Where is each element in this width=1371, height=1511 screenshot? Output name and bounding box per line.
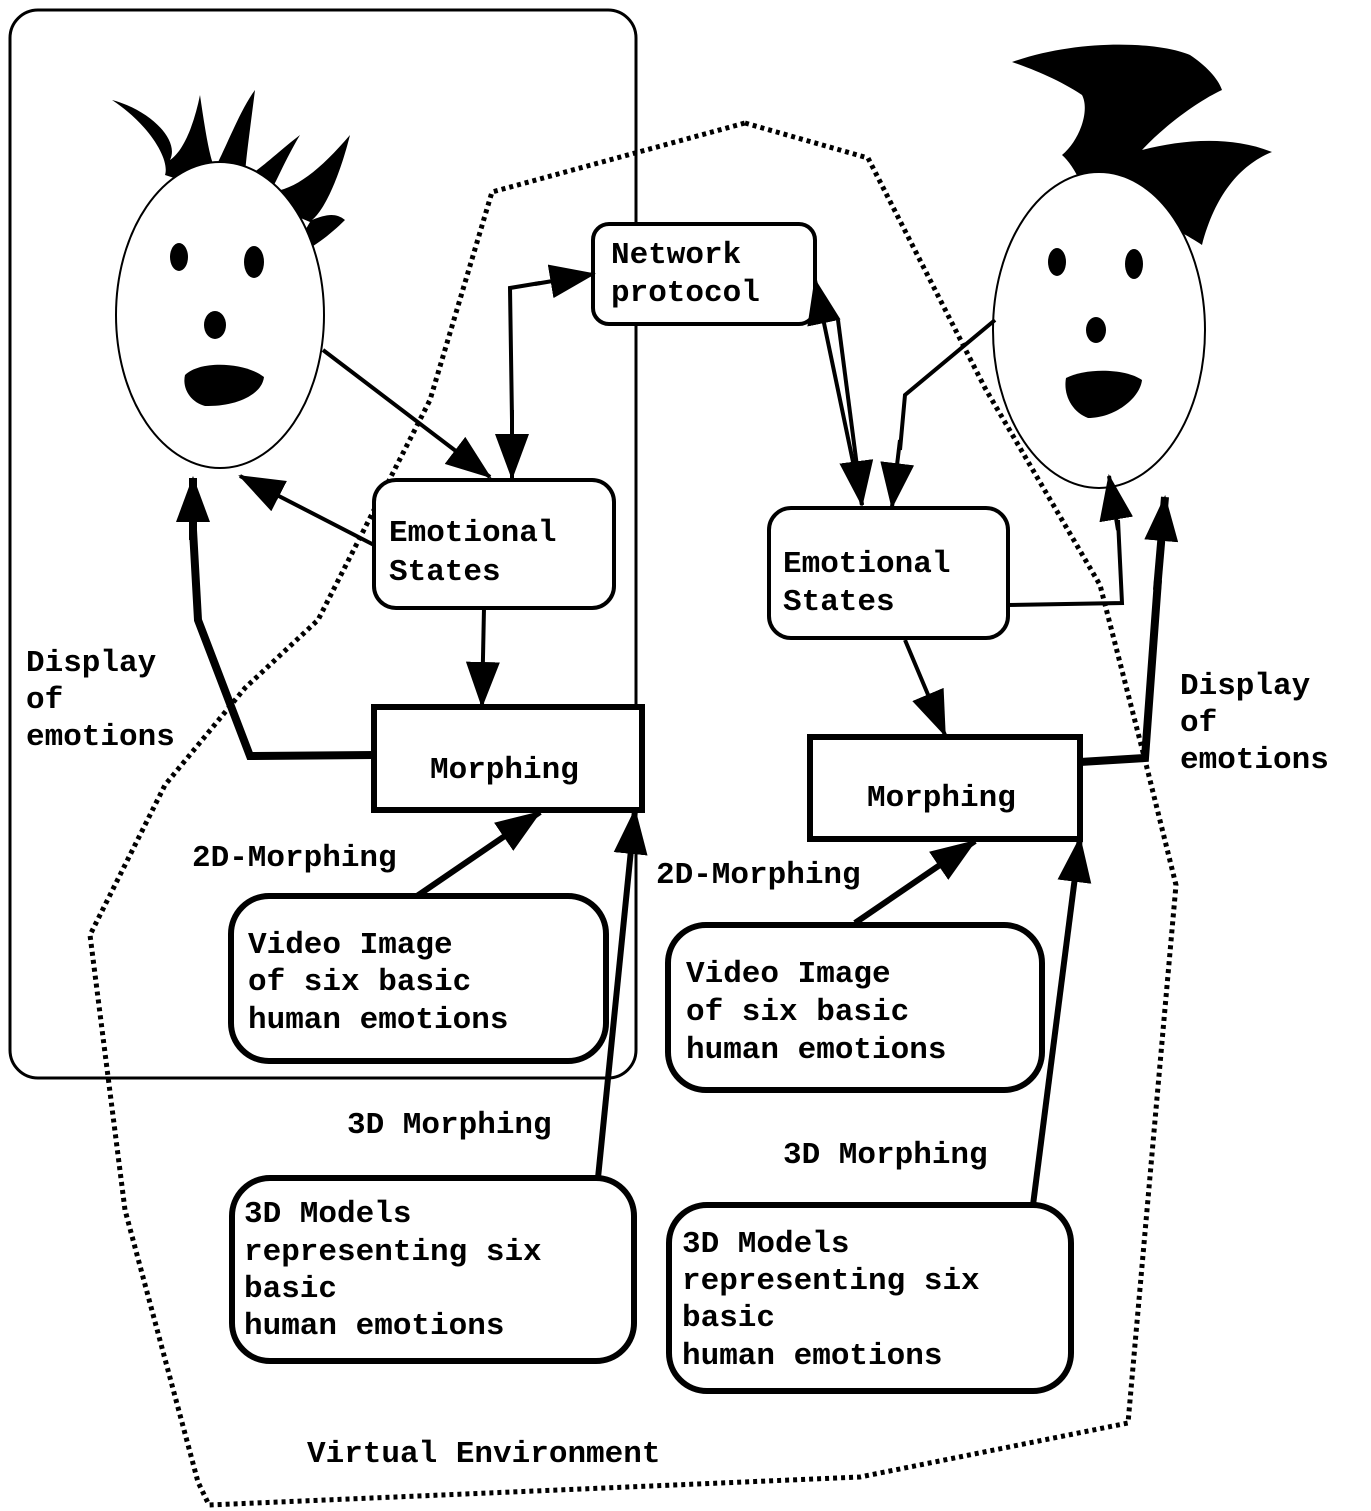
left-3d-morphing-label: 3D Morphing	[347, 1108, 552, 1143]
left-states-to-face-arrow	[238, 474, 375, 547]
right-states-to-network-arrow	[807, 278, 864, 506]
right-video-image-label: Video Image of six basic human emotions	[686, 957, 946, 1068]
left-participant-frame	[8, 8, 638, 1080]
right-3d-models-box	[666, 1202, 1074, 1394]
network-to-right-states-arrow	[836, 319, 874, 507]
right-hat-icon	[1012, 44, 1272, 245]
right-nose	[1086, 317, 1106, 343]
right-states-to-face-line	[1007, 519, 1125, 607]
left-eye	[170, 243, 188, 271]
right-eye	[1125, 249, 1143, 279]
left-morphing-label: Morphing	[430, 753, 579, 788]
left-morphing-box	[371, 704, 645, 813]
right-3d-morphing-label: 3D Morphing	[783, 1138, 988, 1173]
left-display-emotions-label: Display of emotions	[26, 646, 175, 755]
right-face	[992, 44, 1272, 489]
right-states-to-morphing-arrow	[903, 639, 947, 737]
network-protocol-label: Network protocol	[611, 238, 760, 311]
left-3d-models-label: 3D Models representing six basic human e…	[244, 1197, 560, 1344]
left-eye	[244, 246, 264, 278]
left-3d-models-box	[229, 1175, 637, 1364]
left-emotional-states-label: Emotional States	[389, 516, 575, 590]
right-morphing-box	[807, 734, 1083, 842]
right-video-image-box	[665, 922, 1045, 1093]
left-display-emotions-line	[189, 529, 375, 761]
right-2d-morphing-arrow	[853, 838, 977, 926]
virtual-environment-label: Virtual Environment	[307, 1437, 660, 1472]
right-states-to-face-arrow	[1099, 474, 1134, 531]
network-link-arrow-up	[534, 264, 596, 299]
left-face-to-states-arrow	[321, 348, 492, 479]
right-face-to-states-line	[898, 318, 997, 451]
left-mouth	[184, 364, 264, 407]
right-3d-morphing-arrow	[1030, 836, 1092, 1206]
right-display-emotions-arrow	[1144, 495, 1179, 591]
left-network-link	[507, 281, 541, 421]
right-eye	[1048, 248, 1066, 276]
right-2d-morphing-label: 2D-Morphing	[656, 858, 861, 893]
right-morphing-label: Morphing	[867, 781, 1016, 816]
right-display-emotions-line	[1079, 579, 1162, 766]
right-3d-models-label: 3D Models representing six basic human e…	[682, 1227, 998, 1374]
left-states-to-morphing-arrow	[465, 607, 500, 708]
left-2d-morphing-label: 2D-Morphing	[192, 841, 397, 876]
right-emotional-states-label: Emotional States	[783, 547, 969, 620]
left-3d-morphing-arrow	[595, 808, 648, 1179]
virtual-environment-boundary	[87, 120, 1179, 1508]
left-2d-morphing-arrow	[415, 809, 542, 899]
left-face	[112, 90, 350, 469]
right-display-emotions-label: Display of emotions	[1180, 669, 1329, 778]
right-face-to-states-arrow	[880, 439, 915, 509]
left-nose	[204, 311, 226, 339]
left-video-image-label: Video Image of six basic human emotions	[248, 928, 508, 1038]
right-mouth	[1065, 370, 1142, 418]
